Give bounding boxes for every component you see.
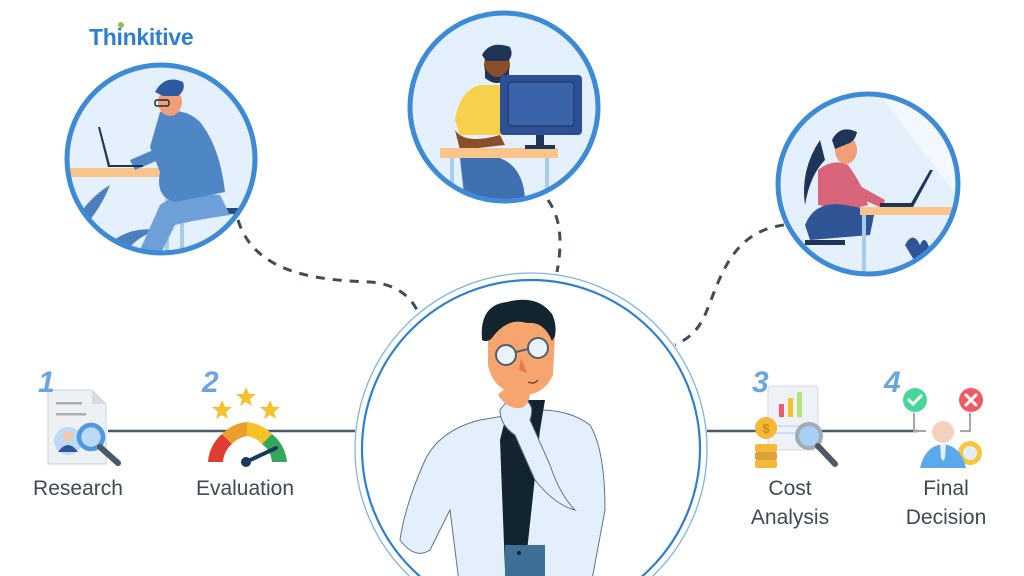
connector-top-left bbox=[236, 219, 420, 313]
step-3-label: Cost Analysis bbox=[738, 474, 842, 532]
svg-text:$: $ bbox=[762, 421, 770, 436]
decision-maker-icon bbox=[903, 388, 983, 468]
step-1-number: 1 bbox=[38, 366, 55, 399]
step-4-label-line2: Decision bbox=[905, 506, 987, 529]
cost-analysis-icon: $ bbox=[755, 385, 838, 468]
step-3-number: 3 bbox=[752, 366, 769, 399]
step-4-label: Final Decision bbox=[890, 474, 1002, 532]
woman-with-laptop-illustration bbox=[775, 91, 961, 277]
dashed-connectors bbox=[236, 199, 785, 347]
thinking-doctor-illustration bbox=[354, 272, 708, 576]
document-search-icon bbox=[47, 389, 121, 466]
step-2-label: Evaluation bbox=[180, 474, 310, 503]
step-2-label-text: Evaluation bbox=[195, 477, 295, 500]
connector-top-center bbox=[546, 199, 562, 273]
logo-text-prefix: Th bbox=[89, 24, 117, 50]
step-4-label-line1: Final bbox=[923, 477, 969, 500]
connector-top-right bbox=[674, 223, 785, 347]
step-4-number: 4 bbox=[884, 366, 901, 399]
step-1-label: Research bbox=[18, 474, 138, 503]
step-3-label-line1: Cost bbox=[768, 477, 812, 500]
logo-text-suffix: nkitive bbox=[122, 24, 194, 50]
step-2-number: 2 bbox=[202, 366, 219, 399]
man-with-laptop-illustration bbox=[64, 62, 258, 256]
man-at-desktop-illustration bbox=[407, 10, 601, 204]
logo-text-i: i bbox=[116, 24, 123, 50]
thinkitive-logo: Thinkitive bbox=[89, 24, 194, 50]
step-1-label-text: Research bbox=[33, 477, 123, 500]
step-3-label-line2: Analysis bbox=[750, 506, 830, 529]
rating-gauge-icon bbox=[208, 387, 287, 467]
